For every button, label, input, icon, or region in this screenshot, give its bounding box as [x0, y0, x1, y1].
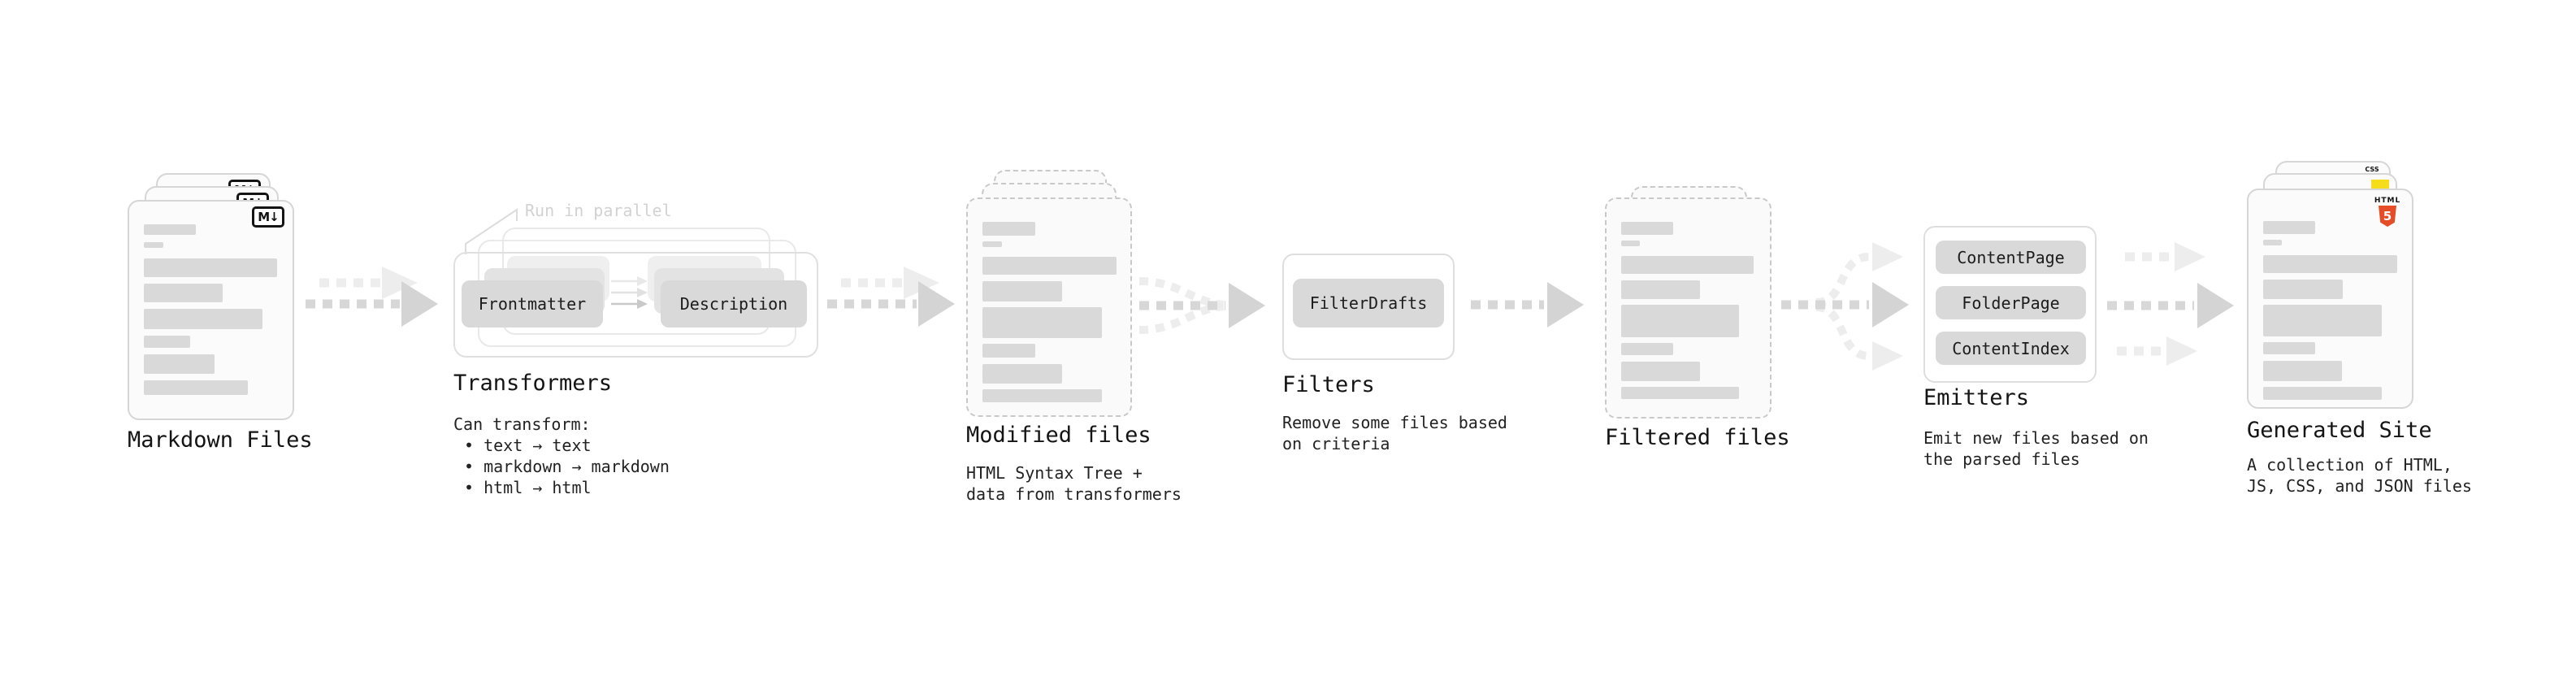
- transform-bullet: • text → text: [464, 436, 592, 455]
- transform-bullet: • html → html: [464, 478, 592, 497]
- filter-drafts-pill: FilterDrafts: [1293, 279, 1444, 327]
- generated-desc-line: A collection of HTML,: [2247, 455, 2452, 475]
- html5-icon-shield: 5: [2379, 206, 2396, 227]
- markdown-icon: M↓: [252, 206, 284, 228]
- filtered-station-label: Filtered files: [1605, 425, 1790, 450]
- markdown-station-label: Markdown Files: [128, 427, 313, 453]
- content-index-pill: ContentIndex: [1936, 332, 2086, 365]
- markdown-page-front: M↓: [128, 200, 294, 420]
- modified-desc-line: HTML Syntax Tree +: [966, 463, 1143, 483]
- filters-description: Remove some files based on criteria: [1282, 412, 1507, 454]
- html5-icon: HTML 5: [2374, 197, 2400, 227]
- generated-page-html: HTML 5: [2247, 189, 2413, 409]
- transformer-box-front: [453, 252, 818, 358]
- folder-page-pill: FolderPage: [1936, 286, 2086, 319]
- emitters-desc-line: Emit new files based on: [1923, 428, 2149, 448]
- html5-icon-label: HTML: [2374, 197, 2401, 205]
- content-page-pill: ContentPage: [1936, 241, 2086, 274]
- modified-description: HTML Syntax Tree + data from transformer…: [966, 462, 1182, 505]
- filters-desc-line: on criteria: [1282, 434, 1390, 453]
- skeleton-text: [2263, 221, 2397, 400]
- html5-icon-number: 5: [2383, 208, 2392, 223]
- arrow-transformers-to-modified: [827, 267, 955, 327]
- skeleton-text: [1621, 222, 1755, 399]
- arrow-filters-to-filtered: [1471, 282, 1584, 327]
- arrow-filtered-to-emitters: [1781, 242, 1909, 371]
- filters-desc-line: Remove some files based: [1282, 413, 1507, 432]
- run-in-parallel-note: Run in parallel: [525, 201, 672, 220]
- filtered-page-front: [1605, 197, 1772, 419]
- emitters-panel: ContentPage FolderPage ContentIndex: [1923, 226, 2097, 383]
- modified-station-label: Modified files: [966, 423, 1151, 448]
- modified-desc-line: data from transformers: [966, 484, 1182, 504]
- filters-station-label: Filters: [1282, 372, 1375, 397]
- generated-station-label: Generated Site: [2247, 418, 2432, 443]
- markdown-icon-glyph: M↓: [258, 210, 279, 224]
- emitters-station-label: Emitters: [1923, 385, 2030, 410]
- css-icon-label: CSS: [2365, 166, 2379, 173]
- emitters-desc-line: the parsed files: [1923, 449, 2080, 469]
- skeleton-text: [144, 224, 278, 395]
- transformers-description: Can transform: • text → text • markdown …: [453, 414, 670, 498]
- transform-bullet: • markdown → markdown: [464, 457, 670, 476]
- arrow-emitters-to-generated: [2107, 242, 2234, 366]
- arrow-modified-to-filters: [1138, 277, 1265, 334]
- can-transform-title: Can transform:: [453, 414, 591, 434]
- modified-page-front: [966, 197, 1132, 417]
- description-pill: Description: [661, 280, 807, 327]
- skeleton-text: [982, 222, 1117, 402]
- transformers-station-label: Transformers: [453, 371, 613, 396]
- frontmatter-pill: Frontmatter: [462, 280, 603, 327]
- generated-description: A collection of HTML, JS, CSS, and JSON …: [2247, 454, 2472, 497]
- arrow-markdown-to-transformers: [306, 267, 438, 327]
- generated-desc-line: JS, CSS, and JSON files: [2247, 476, 2472, 496]
- emitters-description: Emit new files based on the parsed files: [1923, 427, 2149, 470]
